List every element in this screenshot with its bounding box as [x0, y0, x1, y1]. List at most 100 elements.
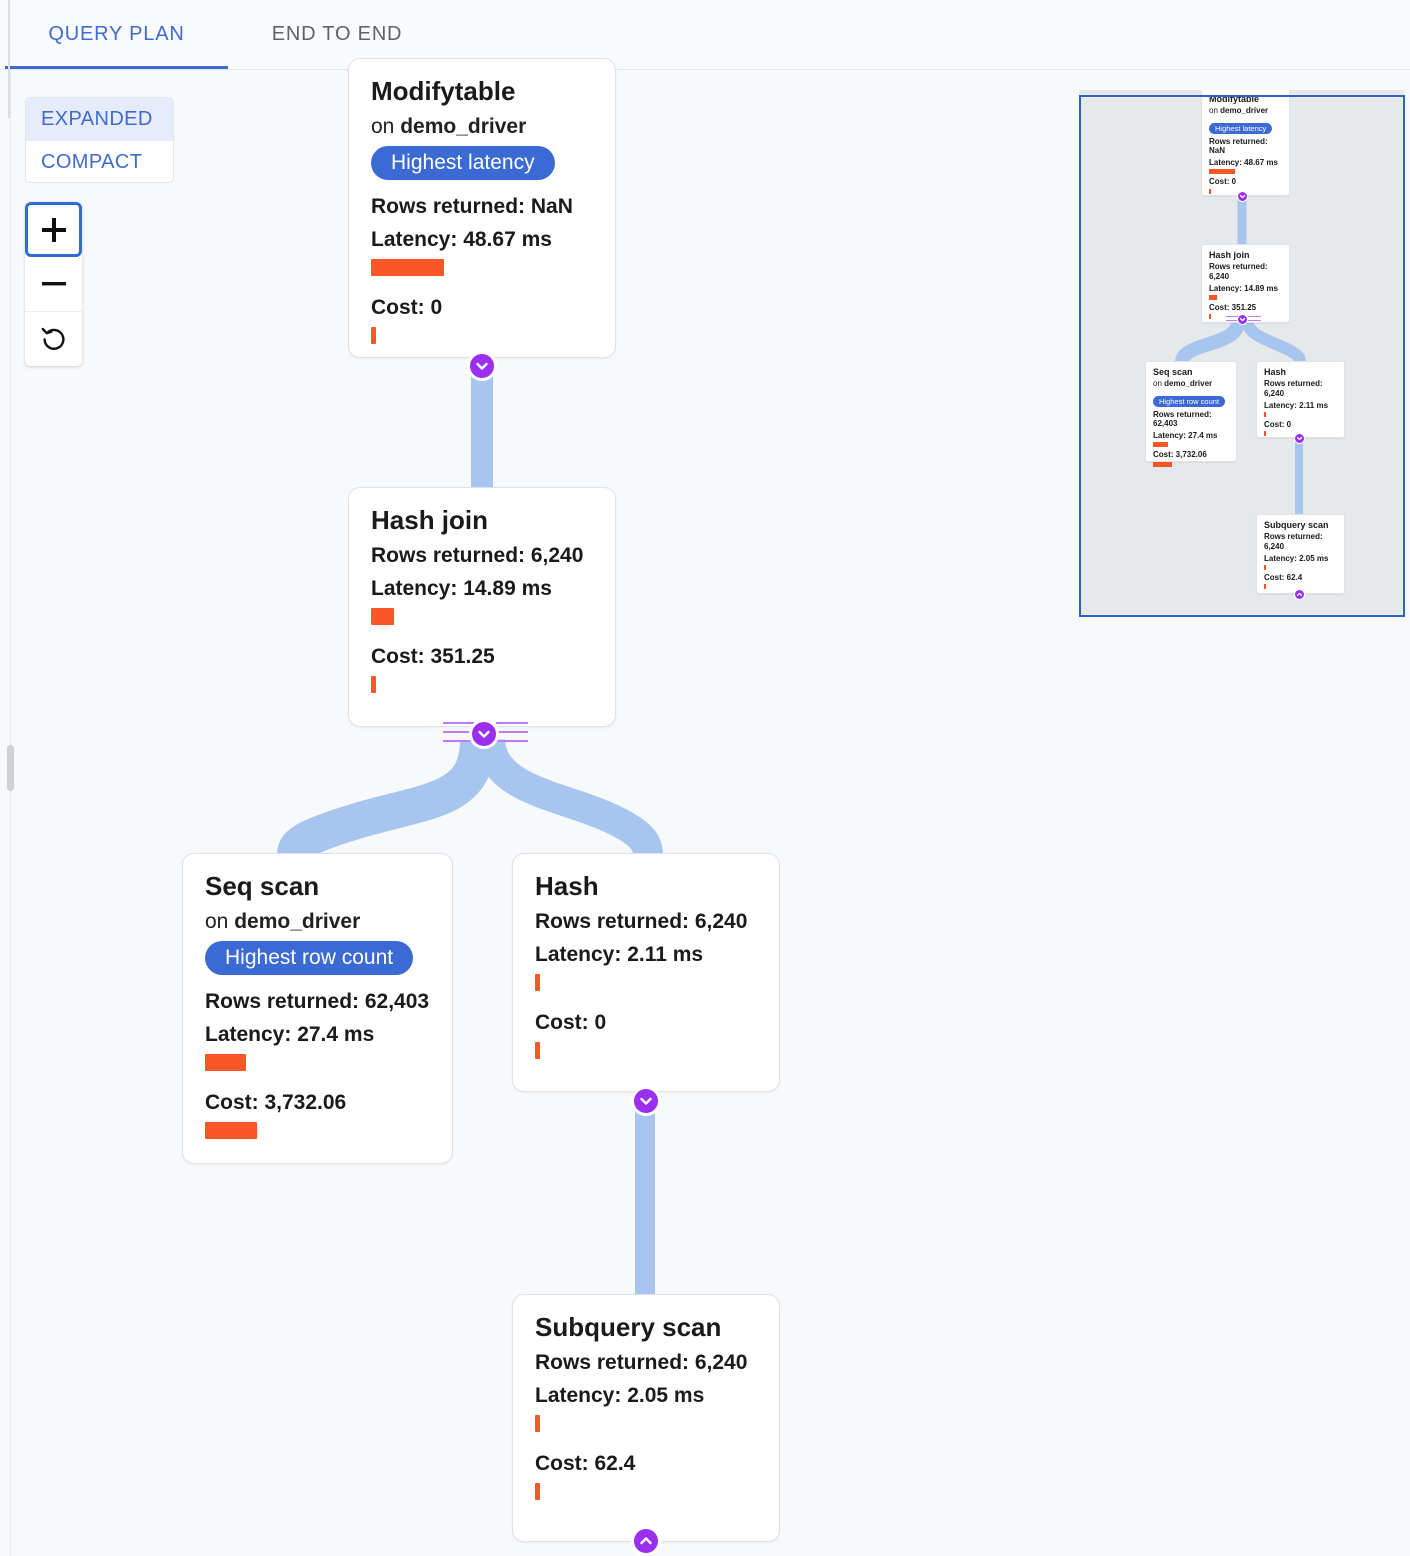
node-title: Hash join [1209, 250, 1250, 260]
node-latency: Latency: 48.67 ms [1209, 158, 1278, 168]
minimap-node-modifytable: Modifytable on demo_driver Highest laten… [1201, 90, 1290, 196]
minus-icon [40, 270, 68, 298]
plan-node-seqscan[interactable]: Seq scan on demo_driver Highest row coun… [182, 853, 453, 1164]
node-rows-returned: Rows returned: 62,403 [1153, 409, 1212, 429]
minimap-connector-hash [1294, 433, 1305, 444]
stat-spacer [535, 1432, 757, 1443]
node-cost: Cost: 351.25 [1209, 302, 1257, 312]
cost-bar [1209, 188, 1211, 194]
cost-bar [535, 1482, 540, 1500]
minimap-connector-hashjoin [1237, 314, 1248, 325]
node-cost: Cost: 3,732.06 [205, 1091, 347, 1115]
node-rows-returned: Rows returned: 6,240 [1264, 379, 1323, 398]
status-badge-highest-row-count[interactable]: Highest row count [205, 940, 414, 976]
relation-name: demo_driver [1220, 106, 1269, 116]
node-rows-returned: Rows returned: 6,240 [371, 543, 584, 567]
panel-divider [10, 70, 11, 1556]
relation-name: demo_driver [400, 114, 527, 138]
latency-bar [1153, 442, 1168, 448]
latency-bar [205, 1054, 246, 1072]
status-badge-highest-latency: Highest latency [1209, 122, 1273, 134]
status-badge-highest-row-count: Highest row count [1153, 395, 1226, 407]
node-title: Hash join [371, 505, 489, 535]
minimap-node-hashjoin: Hash join Rows returned: 6,240 Latency: … [1201, 244, 1290, 323]
on-prefix: on [1153, 379, 1165, 389]
active-tab-underline [5, 66, 228, 69]
layout-mode-switch: EXPANDED COMPACT [25, 97, 174, 183]
on-prefix: on [1209, 106, 1221, 116]
node-rows-returned: Rows returned: NaN [371, 195, 573, 219]
latency-bar [535, 1414, 540, 1432]
tab-end-to-end[interactable]: END TO END [271, 23, 403, 45]
connector-toggle-subqueryscan[interactable] [631, 1526, 661, 1556]
chevron-up-icon [1296, 591, 1303, 598]
node-latency: Latency: 27.4 ms [205, 1023, 375, 1047]
node-rows-returned: Rows returned: NaN [1209, 136, 1268, 156]
minimap-connector-subqueryscan [1294, 589, 1305, 600]
node-title: Subquery scan [1264, 520, 1329, 530]
node-latency: Latency: 14.89 ms [371, 576, 552, 600]
chevron-down-icon [476, 726, 492, 742]
node-relation: on demo_driver [1153, 379, 1230, 388]
node-latency: Latency: 2.05 ms [535, 1383, 705, 1407]
node-title: Hash [535, 871, 599, 901]
node-cost: Cost: 0 [371, 296, 443, 320]
panel-divider-top [8, 0, 10, 118]
cost-bar [1153, 461, 1172, 467]
zoom-out-button[interactable] [25, 257, 82, 312]
node-latency: Latency: 2.05 ms [1264, 553, 1329, 563]
latency-bar [371, 607, 394, 625]
zoom-in-button[interactable] [25, 202, 82, 257]
chevron-down-icon [1239, 316, 1246, 323]
tab-bar: QUERY PLAN END TO END [0, 0, 1410, 70]
cost-bar [535, 1041, 540, 1059]
stat-spacer [371, 625, 593, 636]
node-cost: Cost: 62.4 [535, 1451, 636, 1475]
chevron-down-icon [1296, 435, 1303, 442]
node-latency: Latency: 2.11 ms [535, 942, 704, 966]
zoom-controls [25, 202, 82, 366]
node-title: Hash [1264, 367, 1287, 377]
on-prefix: on [371, 114, 401, 138]
minimap[interactable]: Modifytable on demo_driver Highest laten… [1079, 90, 1405, 617]
node-latency: Latency: 48.67 ms [371, 228, 552, 252]
cost-bar [1209, 314, 1211, 320]
chevron-up-icon [638, 1533, 654, 1549]
chevron-down-icon [1239, 193, 1246, 200]
chevron-down-icon [638, 1093, 654, 1109]
node-cost: Cost: 0 [535, 1010, 607, 1034]
node-cost: Cost: 62.4 [1264, 572, 1303, 582]
node-rows-returned: Rows returned: 6,240 [1264, 532, 1323, 551]
reset-view-button[interactable] [25, 312, 82, 367]
chevron-down-icon [474, 358, 490, 374]
node-rows-returned: Rows returned: 62,403 [205, 990, 430, 1014]
node-cost: Cost: 351.25 [371, 644, 495, 668]
plus-icon [40, 216, 68, 244]
stat-spacer [371, 276, 593, 287]
node-cost: Cost: 3,732.06 [1153, 450, 1207, 460]
minimap-node-subqueryscan: Subquery scan Rows returned: 6,240 Laten… [1256, 514, 1345, 594]
tab-query-plan[interactable]: QUERY PLAN [48, 23, 185, 45]
relation-name: demo_driver [1164, 379, 1213, 389]
node-latency: Latency: 2.11 ms [1264, 400, 1329, 410]
panel-resize-handle[interactable] [7, 745, 14, 791]
node-latency: Latency: 14.89 ms [1209, 283, 1278, 293]
layout-mode-compact[interactable]: COMPACT [41, 151, 143, 173]
plan-node-subqueryscan[interactable]: Subquery scan Rows returned: 6,240 Laten… [512, 1294, 780, 1542]
latency-bar [1264, 411, 1266, 417]
node-title: Seq scan [205, 871, 320, 901]
latency-bar [1264, 564, 1266, 570]
node-rows-returned: Rows returned: 6,240 [1209, 262, 1268, 281]
layout-mode-expanded[interactable]: EXPANDED [26, 98, 173, 141]
connector-toggle-modifytable[interactable] [467, 351, 497, 381]
connector-toggle-hashjoin[interactable] [469, 719, 499, 749]
cost-bar [1264, 431, 1266, 437]
status-badge-highest-latency[interactable]: Highest latency [371, 145, 555, 181]
node-title: Subquery scan [535, 1312, 722, 1342]
plan-node-hash[interactable]: Hash Rows returned: 6,240 Latency: 2.11 … [512, 853, 780, 1092]
cost-bar [1264, 584, 1266, 590]
plan-node-hashjoin[interactable]: Hash join Rows returned: 6,240 Latency: … [348, 487, 616, 727]
plan-node-modifytable[interactable]: Modifytable on demo_driver Highest laten… [348, 58, 616, 358]
connector-toggle-hash[interactable] [631, 1086, 661, 1116]
node-rows-returned: Rows returned: 6,240 [535, 909, 748, 933]
